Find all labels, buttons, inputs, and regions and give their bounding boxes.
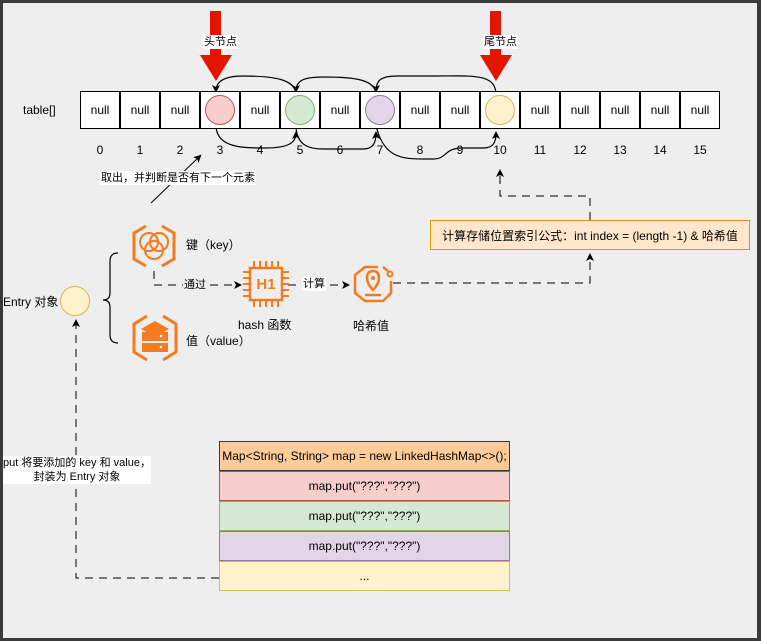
table-index-label: 3 [216,143,224,157]
through-label: 通过 [183,278,207,292]
before-link-10-7 [372,75,497,96]
before-link-5-3 [212,75,297,96]
index-formula-box: 计算存储位置索引公式：int index = (length -1) & 哈希值 [430,220,750,250]
table-cell: null [400,91,440,129]
entry-node-7 [365,95,395,125]
hash-to-formula-arrow [393,253,594,284]
hash-value-label: 哈希值 [353,319,390,333]
take-out-annotation: 取出，并判断是否有下一个元素 [100,171,256,185]
table-index-label: 13 [613,143,627,157]
hash-function-label: hash 函数 [238,318,292,332]
code-put-row: map.put("???","???") [219,531,510,561]
table-cell: null [440,91,480,129]
table-index-label: 7 [376,143,384,157]
table-index-label: 10 [493,143,507,157]
table-index-label: 11 [533,143,547,157]
entry-object-node [60,286,90,316]
hash-function-icon [243,261,289,307]
table-index-label: 8 [416,143,424,157]
code-put-row: map.put("???","???") [219,501,510,531]
hash-value-icon [353,265,394,303]
hash-chip-text: H1 [256,276,276,293]
table-cell: null [320,91,360,129]
code-to-entry-arrow [72,319,219,579]
table-label: table[] [23,103,56,117]
value-label: 值（value） [186,334,251,348]
table-cell: null [80,91,120,129]
code-put-row: map.put("???","???") [219,471,510,501]
connectors-layer [72,11,594,579]
entry-node-10 [485,95,515,125]
formula-to-index-arrow [496,169,591,220]
table-index-label: 9 [456,143,464,157]
compute-label: 计算 [302,277,326,291]
table-index-label: 6 [336,143,344,157]
table-cell: null [680,91,720,129]
entry-object-label: Entry 对象 [3,295,59,309]
after-link-3-5 [215,124,300,149]
tail-pointer-arrow [480,11,512,81]
index-formula-text: 计算存储位置索引公式：int index = (length -1) & 哈希值 [442,228,738,243]
entry-brace [102,252,119,344]
before-link-7-5 [292,76,377,96]
table-cell: null [520,91,560,129]
code-declaration-row: Map<String, String> map = new LinkedHash… [219,441,510,471]
table-index-label: 5 [296,143,304,157]
table-index-label: 0 [96,143,104,157]
put-annotation-line2: 封装为 Entry 对象 [33,471,121,483]
table-index-label: 12 [573,143,587,157]
table-index-label: 15 [693,143,707,157]
code-put-row: ... [219,561,510,591]
table-cell: null [600,91,640,129]
tail-node-label: 尾节点 [483,35,518,49]
key-to-hash-arrow [153,271,242,289]
entry-node-3 [205,95,235,125]
table-index-label: 4 [256,143,264,157]
put-annotation-line1: put 将要添加的 key 和 value， [3,457,151,469]
table-cell: null [640,91,680,129]
table-index-label: 2 [176,143,184,157]
key-label: 键（key） [186,238,241,252]
after-link-5-7 [295,124,380,150]
table-index-label: 1 [136,143,144,157]
key-icon [132,224,176,268]
table-cell: null [560,91,600,129]
after-link-7-10 [375,124,500,160]
value-icon [132,314,178,362]
head-pointer-arrow [200,11,232,81]
table-cell: null [160,91,200,129]
table-index-label: 14 [653,143,667,157]
entry-node-5 [285,95,315,125]
put-annotation: put 将要添加的 key 和 value， 封装为 Entry 对象 [3,456,151,484]
table-cell: null [120,91,160,129]
head-node-label: 头节点 [203,35,238,49]
table-cell: null [240,91,280,129]
